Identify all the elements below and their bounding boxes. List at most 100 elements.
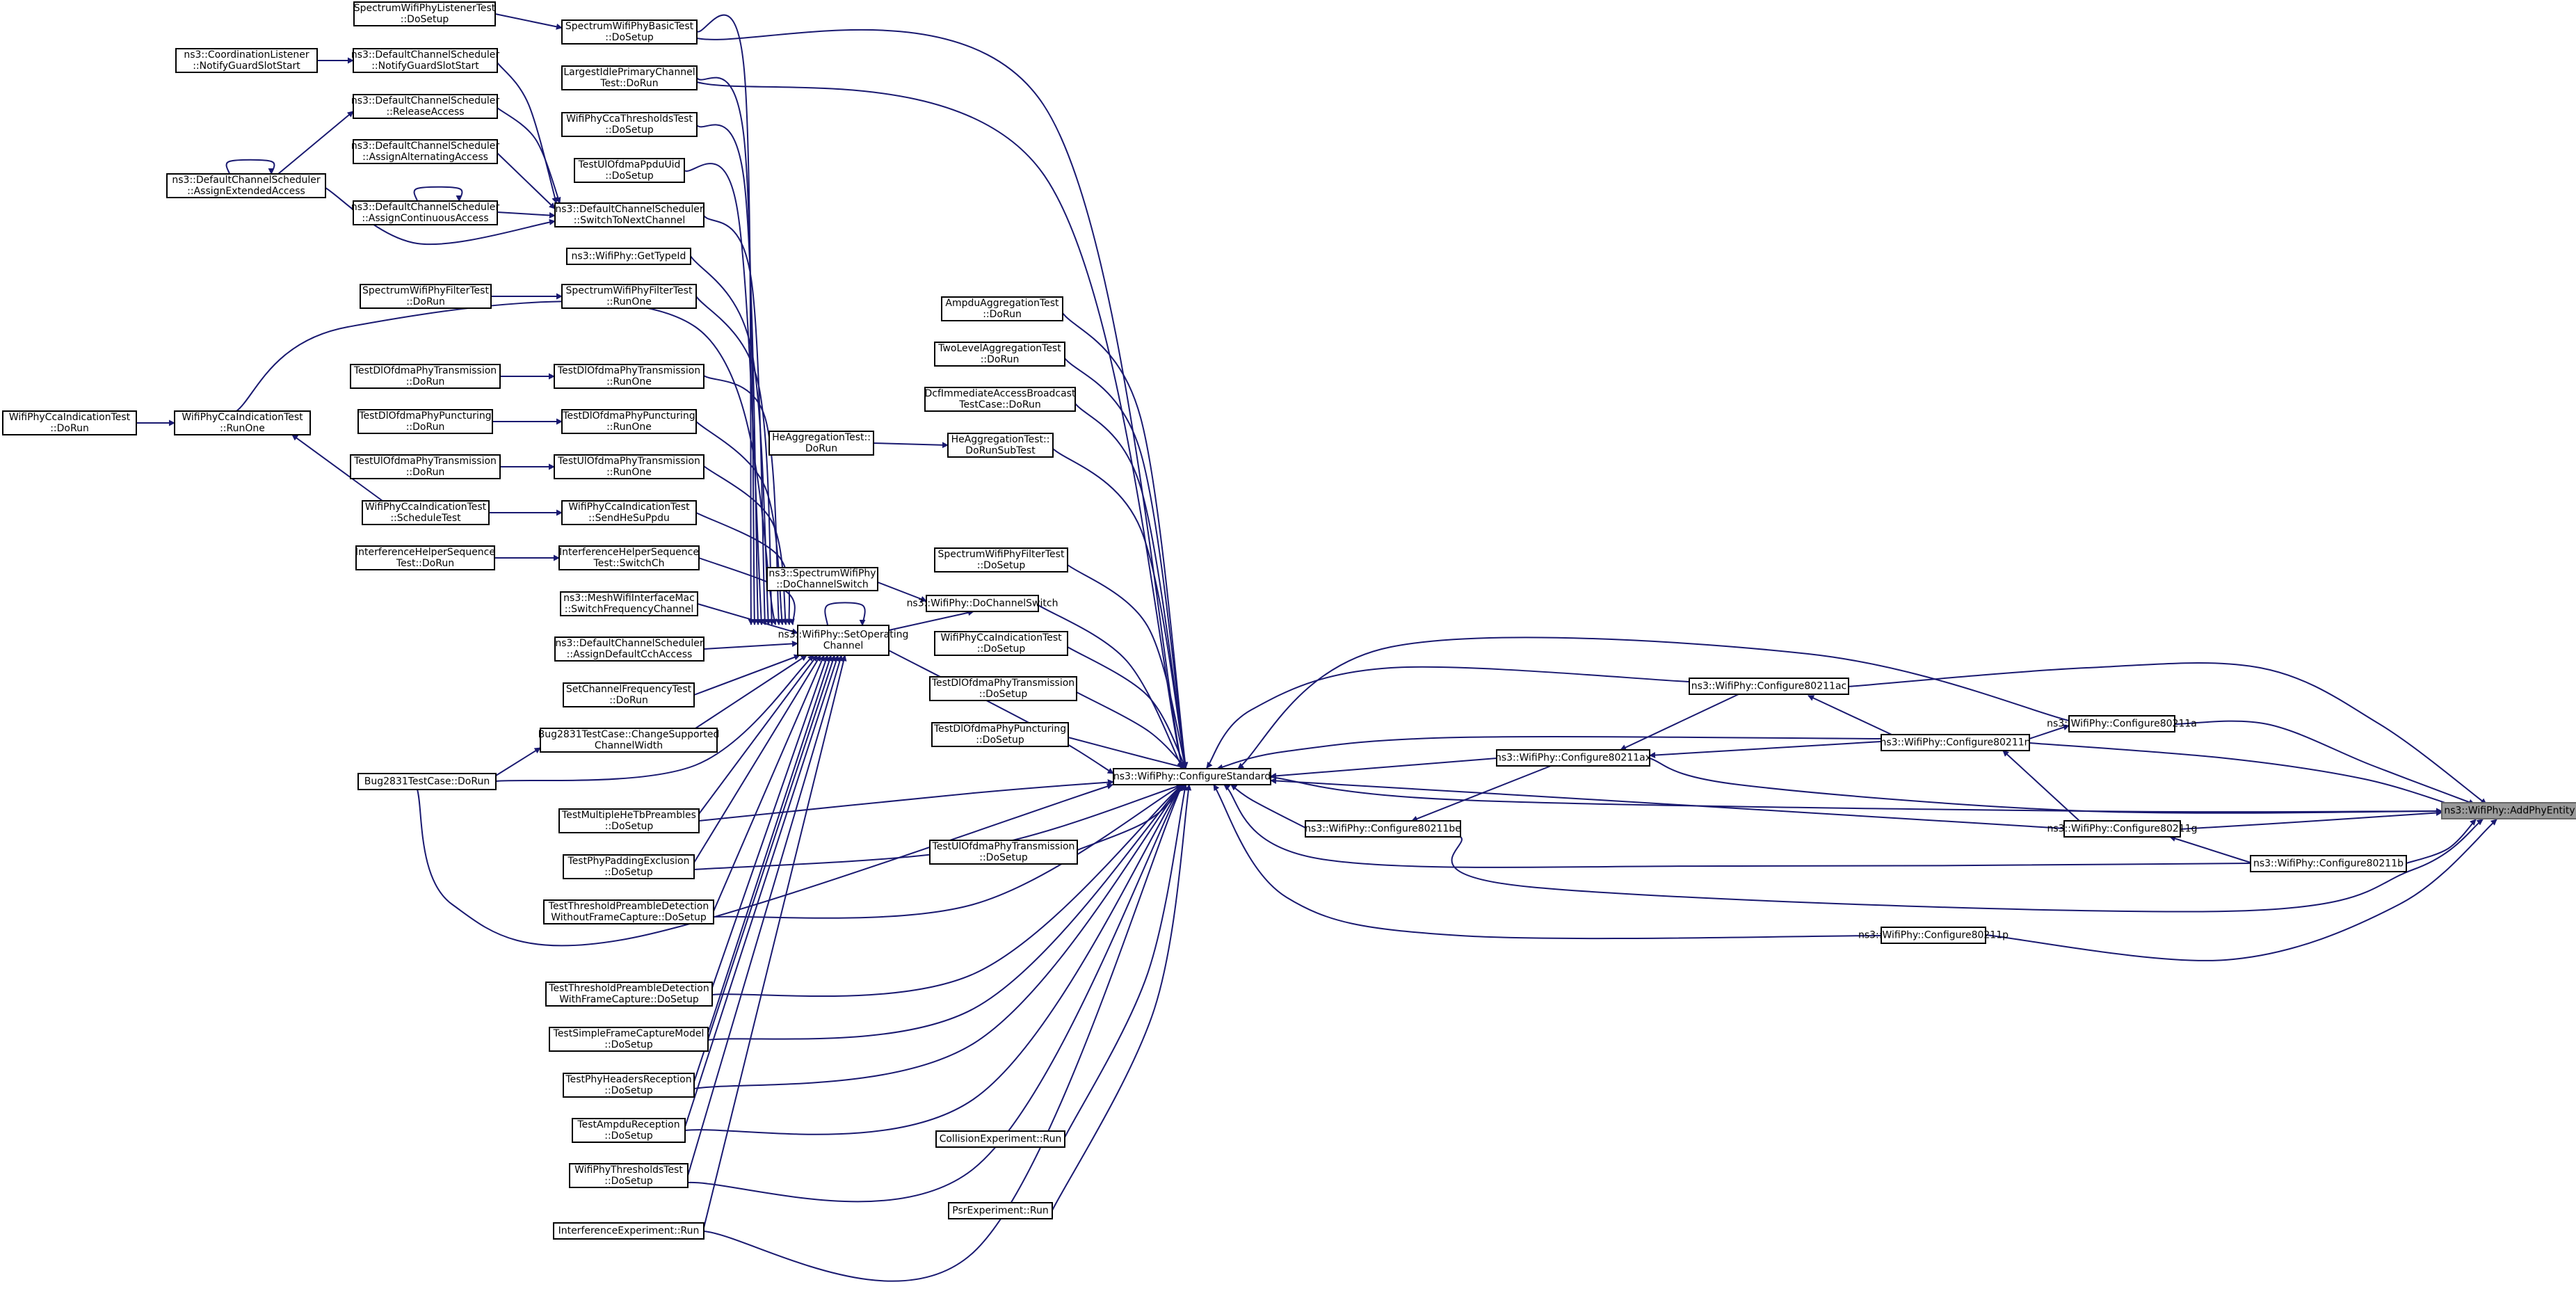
node-c11ax[interactable]: ns3::WifiPhy::Configure80211ax (1495, 749, 1651, 767)
node-dl-ofdma-tx-do-run[interactable]: TestDlOfdmaPhyTransmission::DoRun (350, 364, 501, 389)
node-mesh-switch-freq[interactable]: ns3::MeshWifiInterfaceMac::SwitchFrequen… (560, 591, 698, 616)
node-box (569, 1163, 689, 1188)
node-label-line: ::DoRun (50, 423, 89, 434)
node-add-phy-entity[interactable]: ns3::WifiPhy::AddPhyEntity (2441, 802, 2576, 819)
node-c11p[interactable]: ns3::WifiPhy::Configure80211p (1858, 927, 2009, 944)
node-assign-alt[interactable]: ns3::DefaultChannelScheduler::AssignAlte… (351, 139, 499, 164)
node-label-line: ::DoChannelSwitch (776, 579, 869, 591)
edge-c11b-to-configure-standard (1223, 784, 2251, 868)
node-c11n[interactable]: ns3::WifiPhy::Configure80211n (1880, 734, 2031, 751)
node-box (561, 409, 697, 434)
node-cca-send-he-su[interactable]: WifiPhyCcaIndicationTest::SendHeSuPpdu (561, 500, 697, 525)
edge-layer (136, 13, 2497, 1282)
node-thresh-without[interactable]: TestThresholdPreambleDetectionWithoutFra… (543, 899, 714, 924)
node-label-line: ::DoSetup (979, 852, 1028, 863)
node-label-line: ::RunOne (606, 376, 652, 387)
node-cca-run-one[interactable]: WifiPhyCcaIndicationTest::RunOne (174, 410, 311, 435)
node-c11ac[interactable]: ns3::WifiPhy::Configure80211ac (1689, 678, 1849, 695)
node-cca-thresh-setup[interactable]: WifiPhyCcaThresholdsTest::DoSetup (561, 112, 698, 137)
node-dcf-immediate[interactable]: DcfImmediateAccessBroadcastTestCase::DoR… (924, 387, 1076, 412)
node-ampdu-rx[interactable]: TestAmpduReception::DoSetup (572, 1118, 686, 1143)
node-notify-guard[interactable]: ns3::DefaultChannelScheduler::NotifyGuar… (351, 48, 499, 73)
node-dl-ofdma-punc-do-run[interactable]: TestDlOfdmaPhyPuncturing::DoRun (357, 409, 493, 434)
node-get-type-id[interactable]: ns3::WifiPhy::GetTypeId (566, 248, 691, 265)
node-box (175, 48, 318, 73)
node-he-agg-sub[interactable]: HeAggregationTest::DoRunSubTest (947, 433, 1054, 458)
node-release-access[interactable]: ns3::DefaultChannelScheduler::ReleaseAcc… (351, 94, 499, 119)
node-c11a[interactable]: ns3::WifiPhy::Configure80211a (2047, 715, 2197, 732)
node-thresh-test[interactable]: WifiPhyThresholdsTest::DoSetup (569, 1163, 689, 1188)
node-ul-ofdma-ppdu-uid[interactable]: TestUlOfdmaPpduUid::DoSetup (574, 158, 685, 183)
node-label-line: DcfImmediateAccessBroadcast (925, 388, 1076, 399)
node-spec-filter-do-run[interactable]: SpectrumWifiPhyFilterTest::DoRun (360, 284, 492, 309)
node-box (543, 899, 714, 924)
node-label-line: TestUlOfdmaPhyTransmission (353, 456, 497, 467)
edge-c11ax-to-configure-standard (1270, 758, 1497, 779)
edge-c11a-to-add-phy-entity (2174, 720, 2475, 806)
node-spec-do-channel-switch[interactable]: ns3::SpectrumWifiPhy::DoChannelSwitch (766, 567, 878, 591)
node-spec-filter-setup[interactable]: SpectrumWifiPhyFilterTest::DoSetup (934, 547, 1068, 573)
node-do-channel-switch[interactable]: ns3::WifiPhy::DoChannelSwitch (907, 595, 1058, 612)
node-spec-listener[interactable]: SpectrumWifiPhyListenerTest::DoSetup (353, 1, 496, 26)
node-psr-exp[interactable]: PsrExperiment::Run (948, 1202, 1053, 1219)
node-ul-ofdma-tx-do-run[interactable]: TestUlOfdmaPhyTransmission::DoRun (350, 454, 501, 479)
node-configure-standard[interactable]: ns3::WifiPhy::ConfigureStandard (1113, 768, 1271, 785)
node-phy-headers-rx[interactable]: TestPhyHeadersReception::DoSetup (563, 1073, 695, 1098)
node-cca-do-run[interactable]: WifiPhyCcaIndicationTest::DoRun (2, 410, 137, 435)
node-he-agg-do-run[interactable]: HeAggregationTest::DoRun (768, 431, 874, 456)
node-dl-ofdma-tx-setup[interactable]: TestDlOfdmaPhyTransmission::DoSetup (929, 676, 1077, 701)
node-intf-exp[interactable]: InterferenceExperiment::Run (553, 1222, 705, 1240)
node-dl-ofdma-tx-run-one[interactable]: TestDlOfdmaPhyTransmission::RunOne (554, 364, 705, 389)
node-label-line: ns3::DefaultChannelScheduler (555, 204, 703, 215)
node-label-line: ns3::WifiPhy::Configure80211ac (1691, 681, 1846, 692)
node-spec-basic-setup[interactable]: SpectrumWifiPhyBasicTest::DoSetup (561, 19, 698, 45)
node-label-line: TestUlOfdmaPhyTransmission (932, 841, 1075, 852)
edge-cca-thresh-setup-to-set-operating-channel (696, 124, 762, 625)
node-dl-ofdma-punc-setup[interactable]: TestDlOfdmaPhyPuncturing::DoSetup (931, 722, 1069, 747)
node-spec-filter-run-one[interactable]: SpectrumWifiPhyFilterTest::RunOne (561, 284, 697, 309)
node-label-line: ::AssignDefaultCchAccess (567, 649, 693, 660)
node-two-level-agg[interactable]: TwoLevelAggregationTest::DoRun (934, 342, 1065, 367)
node-ul-ofdma-tx-setup[interactable]: TestUlOfdmaPhyTransmission::DoSetup (929, 840, 1078, 865)
edge-simple-frame-cap-to-set-operating-channel (707, 655, 832, 1034)
node-ampdu-agg-test[interactable]: AmpduAggregationTest::DoRun (941, 296, 1063, 321)
node-assign-cont[interactable]: ns3::DefaultChannelScheduler::AssignCont… (351, 200, 499, 225)
node-assign-default-cch[interactable]: ns3::DefaultChannelScheduler::AssignDefa… (554, 637, 705, 662)
node-coord-listener[interactable]: ns3::CoordinationListener::NotifyGuardSl… (175, 48, 318, 73)
node-box (561, 284, 697, 309)
node-multi-he-tb[interactable]: TestMultipleHeTbPreambles::DoSetup (558, 808, 700, 833)
node-set-chan-freq[interactable]: SetChannelFrequencyTest::DoRun (563, 682, 695, 707)
node-label-line: ChannelWidth (595, 740, 663, 751)
node-label-line: TestThresholdPreambleDetection (548, 983, 709, 994)
edge-cca-send-he-su-to-set-operating-channel (695, 512, 792, 625)
node-phy-padding[interactable]: TestPhyPaddingExclusion::DoSetup (563, 854, 695, 879)
node-ul-ofdma-tx-run-one[interactable]: TestUlOfdmaPhyTransmission::RunOne (554, 454, 705, 479)
node-c11be[interactable]: ns3::WifiPhy::Configure80211be (1305, 820, 1461, 838)
node-box (353, 200, 498, 225)
node-label-line: InterferenceHelperSequence (355, 547, 495, 558)
edge-assign-ext-to-assign-ext (225, 159, 275, 175)
edge-cca-schedule-to-cca-run-one (291, 434, 383, 502)
edge-c11be-to-add-phy-entity (1451, 819, 2484, 913)
node-label-line: DoRun (805, 443, 837, 454)
node-bug2831-change[interactable]: Bug2831TestCase::ChangeSupportedChannelW… (538, 728, 720, 753)
edge-thresh-without-to-set-operating-channel (713, 655, 825, 912)
node-thresh-with[interactable]: TestThresholdPreambleDetectionWithFrameC… (545, 982, 713, 1007)
edge-dl-ofdma-punc-run-one-to-set-operating-channel (695, 421, 785, 625)
node-collision-exp[interactable]: CollisionExperiment::Run (935, 1130, 1065, 1148)
node-assign-ext[interactable]: ns3::DefaultChannelScheduler::AssignExte… (166, 173, 326, 198)
node-cca-ind-setup[interactable]: WifiPhyCcaIndicationTest::DoSetup (934, 631, 1068, 656)
node-simple-frame-cap[interactable]: TestSimpleFrameCaptureModel::DoSetup (549, 1027, 709, 1052)
node-label-line: ns3::WifiPhy::Configure80211b (2253, 858, 2404, 870)
node-cca-schedule[interactable]: WifiPhyCcaIndicationTest::ScheduleTest (362, 500, 490, 525)
node-c11g[interactable]: ns3::WifiPhy::Configure80211g (2047, 820, 2198, 838)
node-bug2831-do-run[interactable]: Bug2831TestCase::DoRun (357, 773, 497, 790)
node-label-line: ::DoSetup (604, 867, 653, 878)
node-switch-to-next[interactable]: ns3::DefaultChannelScheduler::SwitchToNe… (554, 202, 705, 227)
node-c11b[interactable]: ns3::WifiPhy::Configure80211b (2250, 855, 2407, 872)
node-dl-ofdma-punc-run-one[interactable]: TestDlOfdmaPhyPuncturing::RunOne (561, 409, 697, 434)
